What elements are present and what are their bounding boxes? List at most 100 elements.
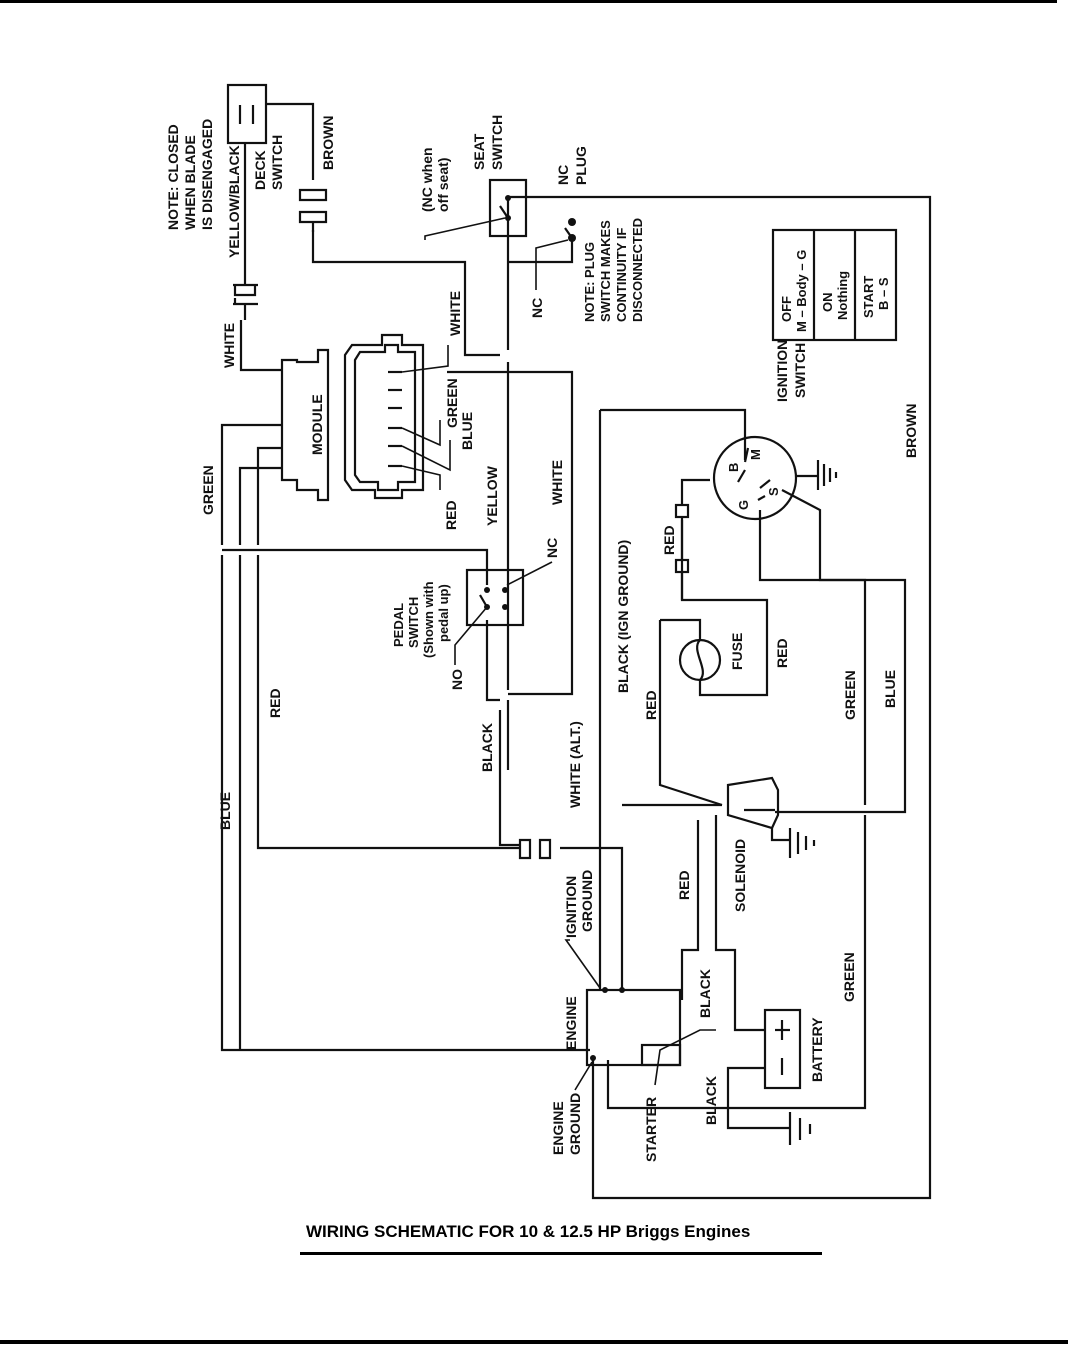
ign-table-start-conn: B – S	[876, 277, 891, 310]
ign-table-on-conn: Nothing	[835, 271, 850, 320]
ign-terminal-g: G	[736, 500, 751, 510]
label-brown-right: BROWN	[903, 404, 919, 458]
connector-yellow-white	[233, 269, 258, 320]
label-yellow-black: YELLOW/BLACK	[226, 145, 242, 258]
label-brown-top: BROWN	[320, 116, 336, 170]
plug-note-1: NOTE: PLUG	[582, 242, 597, 322]
ignition-switch	[712, 435, 838, 521]
wire-red-left	[256, 446, 520, 850]
caption-underline	[300, 1252, 822, 1255]
seat-nc-note-1: (NC when	[419, 147, 435, 212]
ignition-ground-label-2: GROUND	[579, 870, 595, 932]
engine-ground-label-1: ENGINE	[550, 1101, 566, 1155]
starter-label: STARTER	[643, 1097, 659, 1162]
plug-note-3: CONTINUITY IF	[614, 228, 629, 322]
plug-note-4: DISCONNECTED	[630, 218, 645, 322]
seat-switch	[424, 178, 528, 240]
ign-terminal-b: B	[726, 463, 741, 472]
pedal-switch-label-1: PEDAL	[391, 603, 406, 647]
wire-red-ign	[680, 478, 710, 505]
label-white-top: WHITE	[447, 291, 463, 336]
schematic-caption: WIRING SCHEMATIC FOR 10 & 12.5 HP Briggs…	[306, 1222, 751, 1241]
ign-table-off-conn: M – Body – G	[794, 250, 809, 332]
connector-red-black	[518, 838, 552, 860]
label-yellow: YELLOW	[484, 465, 500, 526]
wire-black-ground	[726, 1066, 790, 1130]
nc-plug	[535, 218, 576, 290]
deck-switch-label-1: DECK	[252, 150, 268, 190]
label-red-pin: RED	[443, 500, 459, 530]
engine	[564, 939, 716, 1091]
label-nc-seat: NC	[529, 298, 545, 318]
pedal-switch-label-2: SWITCH	[406, 597, 421, 648]
ignition-table	[771, 228, 898, 342]
ignition-ground-label-1: IGNITION	[563, 876, 579, 938]
ign-terminal-m: M	[748, 449, 763, 460]
ground-symbol	[788, 828, 816, 858]
deck-note-line-2: WHEN BLADE	[182, 135, 198, 230]
module-connector	[343, 333, 451, 500]
deck-switch	[226, 83, 268, 145]
top-rule	[0, 0, 1057, 3]
pedal-switch-label-3: (Shown with	[421, 581, 436, 658]
wire-blue-right	[775, 489, 907, 814]
bottom-rule	[0, 1340, 1068, 1344]
label-no-pedal: NO	[449, 669, 465, 690]
wire-white-conn	[447, 370, 574, 696]
wire-green-left	[220, 423, 590, 1052]
label-blue-pin: BLUE	[459, 412, 475, 450]
wires	[220, 102, 932, 1200]
deck-switch-label-2: SWITCH	[269, 135, 285, 190]
wire-fuse-top	[660, 618, 702, 640]
label-blue-left: BLUE	[217, 792, 233, 830]
pedal-switch	[454, 561, 553, 665]
label-red-left: RED	[267, 688, 283, 718]
label-red-fuse: RED	[774, 638, 790, 668]
seat-switch-label-2: SWITCH	[489, 115, 505, 170]
nc-plug-label-1: NC	[555, 165, 571, 185]
label-white-alt: WHITE (ALT.)	[567, 721, 583, 808]
label-green-left: GREEN	[200, 465, 216, 515]
wire-brown-to-seat	[311, 230, 500, 357]
ignition-switch-label-2: SWITCH	[792, 343, 808, 398]
wire-blue-left	[238, 466, 282, 1050]
module	[280, 348, 330, 502]
label-black-ground: BLACK	[703, 1076, 719, 1125]
engine-ground-label-2: GROUND	[567, 1093, 583, 1155]
wire-brown-top	[266, 102, 315, 180]
wire-white-module	[239, 320, 282, 372]
deck-note-line-1: NOTE: CLOSED	[165, 124, 181, 230]
ignition-switch-label-1: IGNITION	[774, 340, 790, 402]
battery	[763, 1008, 812, 1145]
wire-black-ign-ground	[598, 408, 747, 990]
deck-note-line-3: IS DISENGAGED	[199, 119, 215, 230]
engine-label: ENGINE	[563, 996, 579, 1050]
seat-nc-note-2: off seat)	[435, 158, 451, 212]
seat-switch-label-1: SEAT	[471, 133, 487, 170]
ground-symbol	[816, 460, 838, 490]
label-red-ign: RED	[661, 525, 677, 555]
label-green-pin: GREEN	[444, 378, 460, 428]
label-red-sol-low: RED	[676, 870, 692, 900]
label-white-connector: WHITE	[221, 323, 237, 368]
label-black-ign-ground: BLACK (IGN GROUND)	[615, 540, 631, 693]
ign-table-start-state: START	[861, 276, 876, 318]
connector-pins	[388, 370, 402, 468]
label-green-right: GREEN	[842, 670, 858, 720]
label-red-sol: RED	[643, 690, 659, 720]
battery-label: BATTERY	[809, 1017, 825, 1082]
label-white-mid: WHITE	[549, 460, 565, 505]
ign-table-on-state: ON	[820, 293, 835, 313]
solenoid	[726, 776, 816, 858]
label-nc-pedal: NC	[544, 538, 560, 558]
wire-module-to-pedal	[222, 548, 489, 585]
label-black-batt: BLACK	[697, 969, 713, 1018]
label-black-pedal: BLACK	[479, 723, 495, 772]
wire-black-batt	[714, 815, 765, 1032]
solenoid-label: SOLENOID	[732, 839, 748, 912]
wire-pedal-down	[485, 620, 520, 847]
wire-green-right	[606, 510, 867, 1110]
seat-nc-note-pointer	[424, 217, 506, 240]
fuse	[678, 638, 722, 682]
